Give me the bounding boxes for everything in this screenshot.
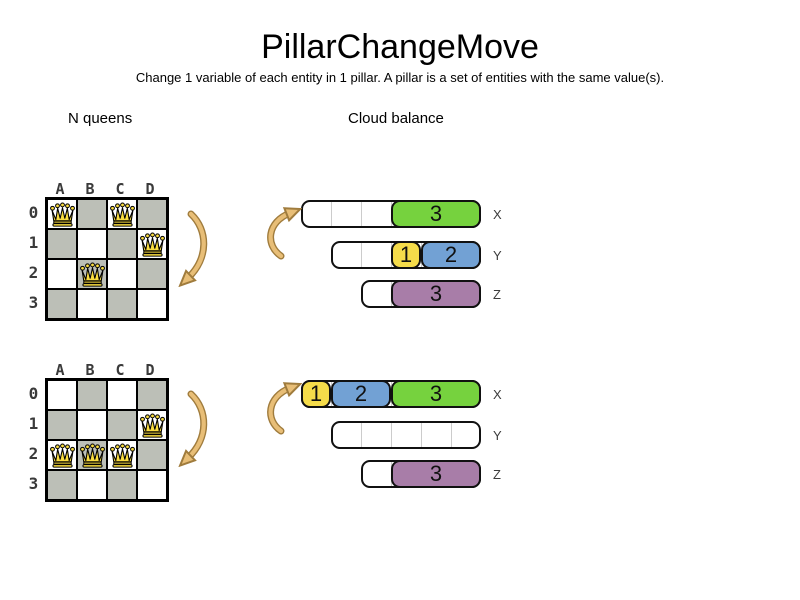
column-label: B <box>85 180 95 198</box>
board-cell <box>107 440 137 470</box>
board-cell <box>107 259 137 289</box>
column-labels: A B C D <box>45 361 165 379</box>
board-cell <box>47 229 77 259</box>
bar-cell-divider <box>361 423 362 447</box>
row-labels: 0 1 2 3 <box>25 197 42 317</box>
computer-label: Z <box>493 286 501 302</box>
row-labels: 0 1 2 3 <box>25 378 42 498</box>
nqueens-board-before: A B C D 0 1 2 3 <box>25 180 195 321</box>
board-cell <box>47 259 77 289</box>
row-label: 3 <box>28 292 39 312</box>
board-cell <box>137 229 167 259</box>
row-label: 2 <box>28 443 39 463</box>
board-cell <box>107 229 137 259</box>
column-label: C <box>115 361 125 379</box>
board-cell <box>47 289 77 319</box>
board-cell <box>137 440 167 470</box>
bar-cell-divider <box>331 202 332 226</box>
board-cell <box>77 470 107 500</box>
process-block: 2 <box>421 241 481 269</box>
row-label: 3 <box>28 473 39 493</box>
bar-cell-divider <box>421 423 422 447</box>
bar-cell-divider <box>361 202 362 226</box>
column-label: D <box>145 361 155 379</box>
column-labels: A B C D <box>45 180 165 198</box>
board-cell <box>47 470 77 500</box>
computer-capacity-bar: 3 <box>361 280 481 308</box>
computer-capacity-bar: 3 <box>361 460 481 488</box>
process-block: 3 <box>391 200 481 228</box>
page-title: PillarChangeMove <box>261 28 539 66</box>
board-cell <box>47 440 77 470</box>
board-cell <box>77 440 107 470</box>
computer-row: Y <box>331 421 502 449</box>
computer-label: Y <box>493 247 502 263</box>
process-block: 2 <box>331 380 391 408</box>
bar-cell-divider <box>391 423 392 447</box>
board-grid <box>45 197 169 321</box>
board-cell <box>107 199 137 229</box>
process-block: 3 <box>391 280 481 308</box>
nqueens-board-after: A B C D 0 1 2 3 <box>25 361 195 502</box>
board-cell <box>137 380 167 410</box>
board-cell <box>47 380 77 410</box>
computer-capacity-bar: 3 <box>301 200 481 228</box>
board-cell <box>77 289 107 319</box>
column-label: B <box>85 361 95 379</box>
column-label: A <box>55 361 65 379</box>
section-label-nqueens: N queens <box>68 110 133 127</box>
row-label: 2 <box>28 262 39 282</box>
board-cell <box>77 259 107 289</box>
computer-capacity-bar <box>331 421 481 449</box>
board-cell <box>107 470 137 500</box>
row-label: 0 <box>28 383 39 403</box>
column-label: C <box>115 180 125 198</box>
column-label: A <box>55 180 65 198</box>
row-label: 1 <box>28 232 39 252</box>
computer-label: X <box>493 206 502 222</box>
board-cell <box>137 470 167 500</box>
queens-move-arrow-down-icon <box>174 390 208 473</box>
board-cell <box>107 410 137 440</box>
board-cell <box>137 259 167 289</box>
process-block: 3 <box>391 380 481 408</box>
board-cell <box>137 199 167 229</box>
board-cell <box>47 199 77 229</box>
page-subtitle: Change 1 variable of each entity in 1 pi… <box>135 70 665 85</box>
process-block: 1 <box>301 380 331 408</box>
board-cell <box>107 380 137 410</box>
process-block: 1 <box>391 241 421 269</box>
board-cell <box>137 289 167 319</box>
board-cell <box>77 199 107 229</box>
queens-move-arrow-down-icon <box>174 210 208 293</box>
bar-cell-divider <box>361 243 362 267</box>
board-cell <box>77 410 107 440</box>
cloud-move-arrow-up-icon <box>267 381 306 435</box>
board-cell <box>77 229 107 259</box>
board-cell <box>47 410 77 440</box>
row-label: 1 <box>28 413 39 433</box>
computer-label: Y <box>493 427 502 443</box>
computer-label: Z <box>493 466 501 482</box>
cloud-move-arrow-up-icon <box>267 206 306 260</box>
board-cell <box>107 289 137 319</box>
board-cell <box>137 410 167 440</box>
process-block: 3 <box>391 460 481 488</box>
column-label: D <box>145 180 155 198</box>
computer-label: X <box>493 386 502 402</box>
board-grid <box>45 378 169 502</box>
board-cell <box>77 380 107 410</box>
bar-cell-divider <box>451 423 452 447</box>
section-label-cloud-balance: Cloud balance <box>348 110 444 127</box>
row-label: 0 <box>28 202 39 222</box>
